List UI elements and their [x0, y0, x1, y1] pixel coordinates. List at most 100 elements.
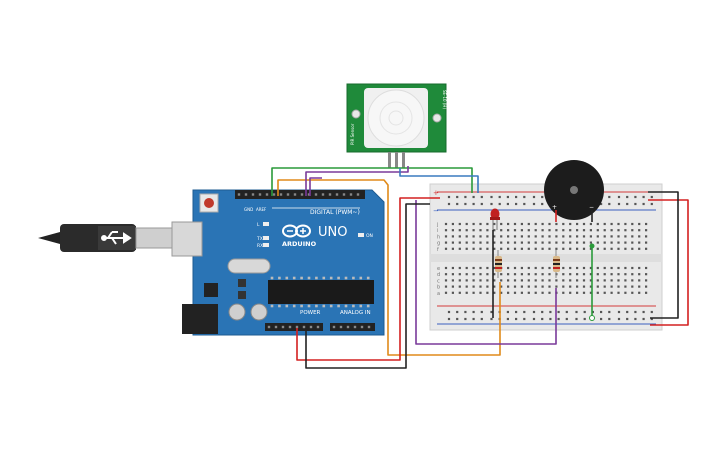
breadboard-hole	[562, 291, 565, 294]
breadboard-hole	[555, 222, 558, 226]
header-pin-hole	[293, 193, 297, 196]
breadboard-hole	[603, 222, 606, 226]
header-pin-hole	[237, 193, 241, 196]
breadboard-hole	[458, 266, 461, 270]
reset-button[interactable]	[204, 198, 214, 208]
breadboard-hole	[493, 291, 496, 294]
breadboard-hole	[472, 291, 475, 294]
rail-minus-sign: −	[433, 207, 439, 215]
breadboard-hole	[486, 241, 489, 244]
breadboard-hole	[617, 247, 620, 250]
breadboard-hole	[562, 247, 565, 250]
breadboard-hole	[479, 235, 482, 238]
breadboard-hole	[534, 291, 537, 294]
breadboard-hole	[589, 279, 592, 282]
breadboard-hole	[596, 291, 599, 294]
rail-hole	[626, 317, 629, 321]
breadboard-hole	[507, 247, 510, 250]
breadboard-hole	[527, 285, 530, 288]
breadboard-hole	[589, 229, 592, 232]
breadboard-hole	[610, 222, 613, 226]
voltage-regulator	[204, 283, 218, 297]
breadboard-hole	[576, 273, 579, 276]
wire-black-rail[interactable]	[648, 191, 679, 319]
breadboard-hole	[507, 285, 510, 288]
breadboard-hole	[486, 291, 489, 294]
breadboard-hole	[458, 235, 461, 238]
breadboard-hole	[479, 222, 482, 226]
breadboard-hole	[555, 285, 558, 288]
wire-blue-pir[interactable]	[399, 168, 479, 193]
breadboard-hole	[624, 235, 627, 238]
breadboard-hole	[603, 247, 606, 250]
breadboard-hole	[548, 291, 551, 294]
chip-pin	[270, 304, 274, 308]
piezo-buzzer: + −	[544, 160, 604, 220]
breadboard-hole	[569, 285, 572, 288]
breadboard-hole	[631, 279, 634, 282]
breadboard-hole	[603, 291, 606, 294]
breadboard-hole	[589, 241, 592, 244]
breadboard-hole	[458, 229, 461, 232]
breadboard-hole	[500, 241, 503, 244]
rail-hole	[523, 195, 526, 199]
wire-red-rail[interactable]	[648, 199, 689, 326]
rail-hole	[472, 317, 475, 321]
breadboard-hole	[582, 266, 586, 270]
rail-hole	[464, 195, 467, 199]
header-pin-hole	[349, 193, 353, 196]
wire-red-5v[interactable]	[296, 197, 440, 361]
breadboard-hole	[486, 279, 489, 282]
breadboard-hole	[582, 222, 586, 226]
breadboard-hole	[624, 229, 627, 232]
header-pin-hole	[332, 325, 336, 329]
wire-orange-led[interactable]	[277, 179, 501, 356]
resistor-2-band-2	[553, 263, 560, 265]
rail-hole	[557, 317, 560, 321]
breadboard-hole	[465, 266, 468, 270]
breadboard-hole	[534, 266, 537, 270]
breadboard-hole	[541, 229, 544, 232]
breadboard-hole	[444, 235, 448, 238]
rail-hole	[523, 310, 526, 314]
breadboard-hole	[493, 279, 496, 282]
breadboard-hole	[465, 273, 468, 276]
chip-pin	[359, 304, 363, 308]
crystal-oscillator	[227, 258, 271, 274]
rail-hole	[600, 202, 603, 206]
breadboard-hole	[507, 266, 510, 270]
breadboard-hole	[493, 229, 496, 232]
breadboard-hole	[541, 247, 544, 250]
rail-hole	[480, 195, 483, 199]
breadboard-hole	[596, 235, 599, 238]
rail-hole	[608, 310, 611, 314]
resistor-2-band-1	[553, 259, 560, 261]
wire-purple-pir[interactable]	[305, 166, 409, 196]
breadboard-hole	[576, 291, 579, 294]
small-ic	[238, 279, 246, 287]
wire-purple-buzzer[interactable]	[415, 200, 557, 345]
model-name: UNO	[318, 225, 347, 240]
breadboard-hole	[472, 266, 475, 270]
header-pin-hole	[360, 325, 364, 329]
rail-hole	[549, 317, 552, 321]
breadboard-hole	[527, 229, 530, 232]
wire-green-pir-out[interactable]	[271, 167, 473, 196]
breadboard-hole	[569, 229, 572, 232]
breadboard-hole	[451, 291, 454, 294]
capacitor-2	[250, 303, 268, 321]
rail-hole	[506, 310, 509, 314]
pir-pot-left[interactable]	[351, 109, 361, 119]
chip-pin	[337, 276, 340, 280]
breadboard-hole	[520, 273, 523, 276]
chip-pin	[315, 304, 318, 308]
header-pin-hole	[346, 325, 350, 329]
breadboard-hole	[507, 279, 510, 282]
wire-purple-short[interactable]	[309, 177, 322, 196]
breadboard-hole	[451, 285, 454, 288]
pir-pot-right[interactable]	[432, 113, 442, 123]
breadboard-hole	[624, 279, 627, 282]
wire-black-gnd[interactable]	[305, 203, 430, 369]
rail-hole	[626, 202, 629, 206]
